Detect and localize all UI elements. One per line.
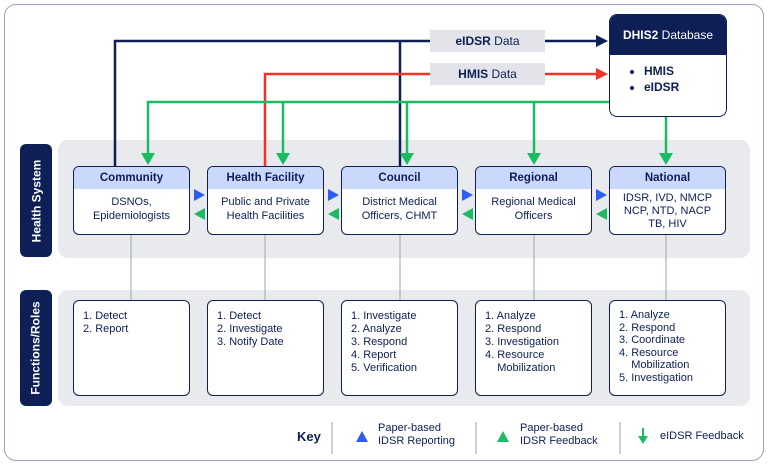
key-eidsr-feedback: eIDSR Feedback [660,430,744,442]
paper-reporting-arrows [194,189,607,201]
role-item: 3. Respond [351,336,408,348]
role-item: 2. Report [83,323,129,335]
database-item: eIDSR [644,79,726,95]
level-health-facility: Health Facility Public and Private Healt… [207,166,324,235]
arrow-down-green-icon [638,436,648,444]
level-description: Public and Private Health Facilities [221,196,310,222]
eidsr-data-pill: eIDSR Data [430,30,545,52]
key-paper-reporting: Paper-based IDSR Reporting [378,422,456,447]
role-item: 1. Investigate [351,310,417,322]
key-paper-feedback: Paper-based IDSR Feedback [520,422,598,447]
dhis2-database: DHIS2 Database HMIS eIDSR [609,14,727,117]
key-title: Key [297,429,321,444]
role-item: 4. Resource Mobilization [485,349,556,374]
role-item: 1. Analyze [485,310,536,322]
level-council: Council District Medical Officers, CHMT [341,166,458,235]
triangle-blue-icon [356,431,368,442]
role-item: 2. Respond [485,323,542,335]
level-description: District Medical Officers, CHMT [361,196,438,222]
eidsr-arrowhead [596,35,608,47]
health-system-label: Health System [20,144,52,257]
role-item: 3. Investigation [485,336,559,348]
level-description: Regional Medical Officers [491,196,576,222]
level-title: Council [342,167,457,189]
database-title: DHIS2 Database [610,15,726,55]
level-title: Health Facility [208,167,323,189]
level-description: IDSR, IVD, NMCP NCP, NTD, NACP TB, HIV [622,192,713,230]
role-item: 1. Analyze [619,309,670,321]
paper-feedback-arrows [194,208,607,220]
level-regional: Regional Regional Medical Officers [475,166,592,235]
database-item: HMIS [644,63,726,79]
level-title: Regional [476,167,591,189]
hmis-data-pill: HMIS Data [430,63,545,85]
hmis-arrowhead [596,68,608,80]
role-item: 1. Detect [83,310,128,322]
role-item: 4. Report [351,349,397,361]
role-item: 3. Coordinate [619,334,686,346]
level-national: National IDSR, IVD, NMCP NCP, NTD, NACP … [609,166,726,235]
role-item: 5. Investigation [619,371,693,384]
role-item: 2. Analyze [351,323,402,335]
triangle-green-icon [497,431,509,442]
level-title: Community [74,167,189,189]
role-item: 5. Verification [351,362,418,374]
diagram-frame [4,4,764,461]
role-item: 2. Respond [619,321,676,334]
level-title: National [610,167,725,189]
level-description: DSNOs, Epidemiologists [92,196,171,222]
functions-roles-label: Functions/Roles [20,290,52,406]
level-community: Community DSNOs, Epidemiologists [73,166,190,235]
role-item: 1. Detect [217,310,262,322]
role-item: 4. Resource Mobilization [619,346,690,372]
role-item: 2. Investigate [217,323,283,335]
role-item: 3. Notify Date [217,336,284,348]
